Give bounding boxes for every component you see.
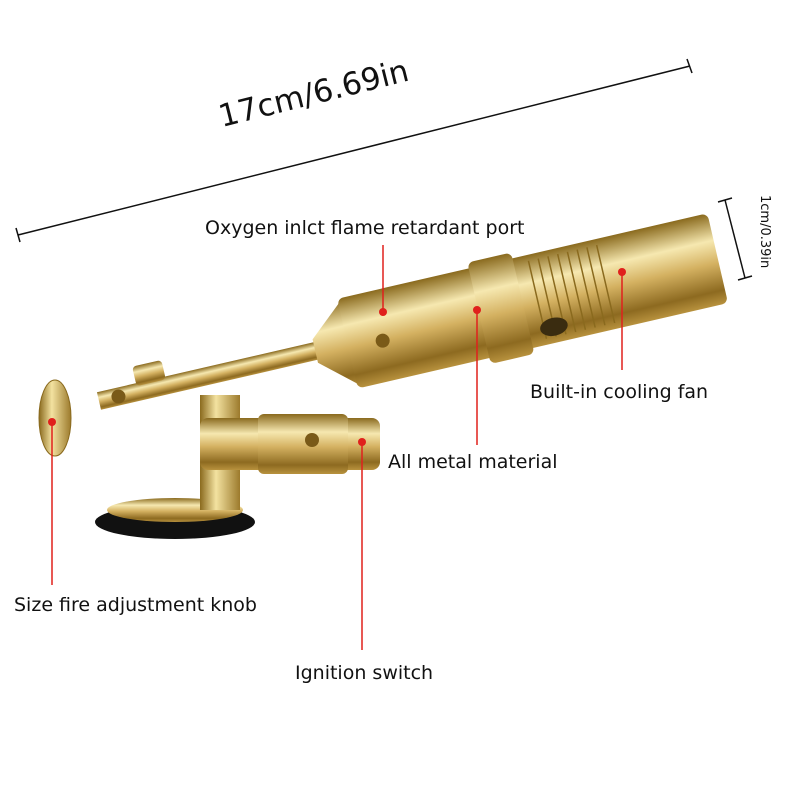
pointer-lines	[48, 245, 626, 650]
label-oxygen-port: Oxygen inlct flame retardant port	[205, 217, 525, 239]
length-dimension-line	[15, 58, 693, 243]
label-cooling-fan: Built-in cooling fan	[530, 381, 709, 403]
label-ignition-switch: Ignition switch	[295, 662, 434, 684]
diameter-dimension-line	[717, 197, 753, 281]
label-adjustment-knob: Size fire adjustment knob	[14, 594, 257, 616]
adjustment-knob	[38, 379, 72, 457]
label-metal-material: All metal material	[388, 451, 558, 473]
diameter-dimension-label: 1cm/0.39in	[757, 195, 772, 269]
torch-barrel	[96, 214, 727, 410]
ignition-switch-body	[200, 414, 380, 474]
